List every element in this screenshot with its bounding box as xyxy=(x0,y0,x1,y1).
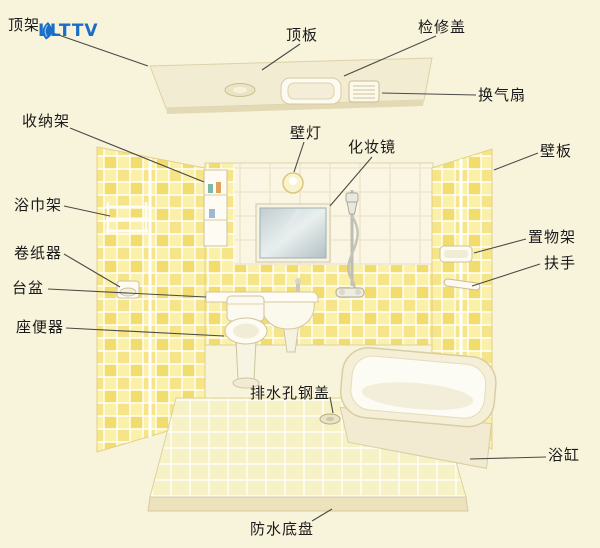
toilet xyxy=(224,295,268,389)
label-top-frame: 顶架 xyxy=(8,16,41,34)
label-waterproof-base: 防水底盘 xyxy=(250,520,315,538)
leader-storage-rack xyxy=(69,127,205,183)
leader-paper-holder xyxy=(63,253,121,288)
label-handrail: 扶手 xyxy=(544,254,577,272)
leader-handrail xyxy=(471,263,541,287)
leader-towel-rack xyxy=(63,205,111,217)
bathtub xyxy=(339,346,497,469)
storage-rack xyxy=(203,169,228,247)
label-vent-fan: 换气扇 xyxy=(478,86,527,104)
ceiling-panel xyxy=(149,57,433,114)
label-access-cover: 检修盖 xyxy=(418,18,467,36)
label-paper-holder: 卷纸器 xyxy=(14,244,63,262)
label-storage-rack: 收纳架 xyxy=(22,112,71,130)
label-wall-panel: 壁板 xyxy=(540,142,573,160)
label-ceiling-panel: 顶板 xyxy=(286,26,319,44)
leader-bathtub xyxy=(469,456,547,460)
paper-holder xyxy=(116,280,140,299)
grab-bar xyxy=(443,278,481,291)
leader-wall-lamp xyxy=(293,141,305,173)
label-towel-rack: 浴巾架 xyxy=(14,196,63,214)
leader-shelf-rack xyxy=(473,238,527,254)
leader-ceiling-panel xyxy=(261,43,301,71)
vent-fan xyxy=(348,80,380,103)
leader-basin xyxy=(47,288,207,298)
leader-wall-panel xyxy=(493,152,539,171)
drain-cover xyxy=(319,413,341,425)
towel-rack xyxy=(106,202,148,234)
base-curb xyxy=(147,496,469,512)
label-wall-lamp: 壁灯 xyxy=(290,124,323,142)
leader-toilet xyxy=(65,327,225,337)
brand-logo: LLTTV xyxy=(38,21,99,41)
leader-access-cover xyxy=(343,35,437,77)
makeup-mirror xyxy=(255,203,331,263)
leader-drain-cover xyxy=(329,396,334,414)
wall-lamp xyxy=(282,172,304,194)
label-toilet: 座便器 xyxy=(16,318,65,336)
leader-lines xyxy=(47,31,547,522)
logo-text: LLTTV xyxy=(38,21,99,41)
label-basin: 台盆 xyxy=(12,279,45,297)
label-makeup-mirror: 化妆镜 xyxy=(348,138,397,156)
leader-vent-fan xyxy=(381,92,477,96)
label-shelf-rack: 置物架 xyxy=(528,228,577,246)
label-drain-cover: 排水孔钢盖 xyxy=(250,384,331,402)
leader-makeup-mirror xyxy=(329,156,373,207)
left-wall-panel xyxy=(96,146,206,453)
leader-top-frame xyxy=(49,31,149,67)
shower-set xyxy=(335,190,365,298)
logo-icon xyxy=(42,22,52,40)
label-bathtub: 浴缸 xyxy=(548,446,581,464)
leader-waterproof-base xyxy=(311,508,333,522)
